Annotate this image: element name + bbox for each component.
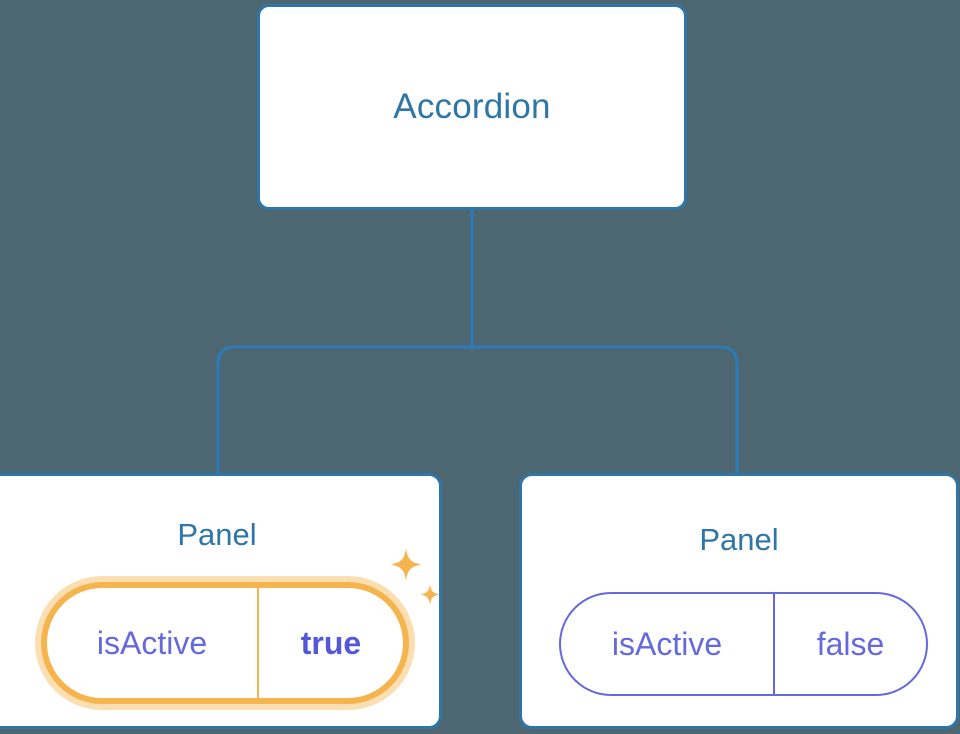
panel-content-left: Panel isActive true xyxy=(0,476,440,726)
tree-node-accordion[interactable]: Accordion xyxy=(257,4,687,210)
tree-node-panel-inactive-label: Panel xyxy=(699,522,779,557)
tree-node-panel-inactive[interactable]: Panel isActive false xyxy=(519,473,959,729)
sparkle-small xyxy=(420,584,440,605)
prop-pill-value: false xyxy=(816,625,885,662)
prop-pill-isactive-false[interactable]: isActive false xyxy=(559,592,928,696)
prop-pill-value: true xyxy=(300,624,362,661)
tree-node-panel-active-label: Panel xyxy=(177,517,257,552)
connector-branch-bus xyxy=(216,345,739,473)
prop-pill-active-wrapper[interactable]: isActive true xyxy=(35,576,415,710)
panel-content-right: Panel isActive false xyxy=(522,476,956,726)
prop-pill-isactive-true[interactable]: isActive true xyxy=(41,582,409,704)
tree-node-accordion-label: Accordion xyxy=(393,87,551,126)
tree-node-panel-active[interactable]: Panel isActive true xyxy=(0,473,442,729)
prop-pill-key: isActive xyxy=(561,594,775,694)
prop-pill-key: isActive xyxy=(47,588,259,698)
